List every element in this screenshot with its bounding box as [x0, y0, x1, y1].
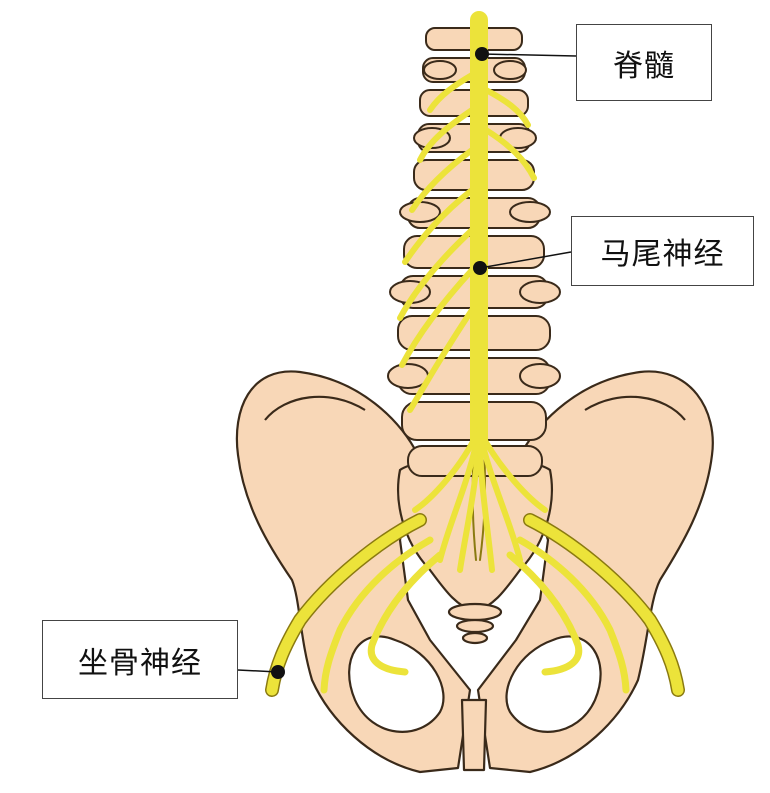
pointers — [237, 47, 577, 679]
spinal-cord-pointer — [481, 53, 577, 57]
sciatic-nerve-label: 坐骨神经 — [42, 620, 238, 699]
cauda-equina-label: 马尾神经 — [571, 216, 754, 286]
spinal-cord-dot — [475, 47, 489, 61]
nerves — [265, 11, 685, 697]
sciatic-nerve-dot — [271, 665, 285, 679]
pubic-symphysis — [460, 698, 488, 772]
spinal-cord-label: 脊髓 — [576, 24, 712, 101]
cauda-equina-pointer — [479, 251, 572, 269]
cauda-equina-dot — [473, 261, 487, 275]
